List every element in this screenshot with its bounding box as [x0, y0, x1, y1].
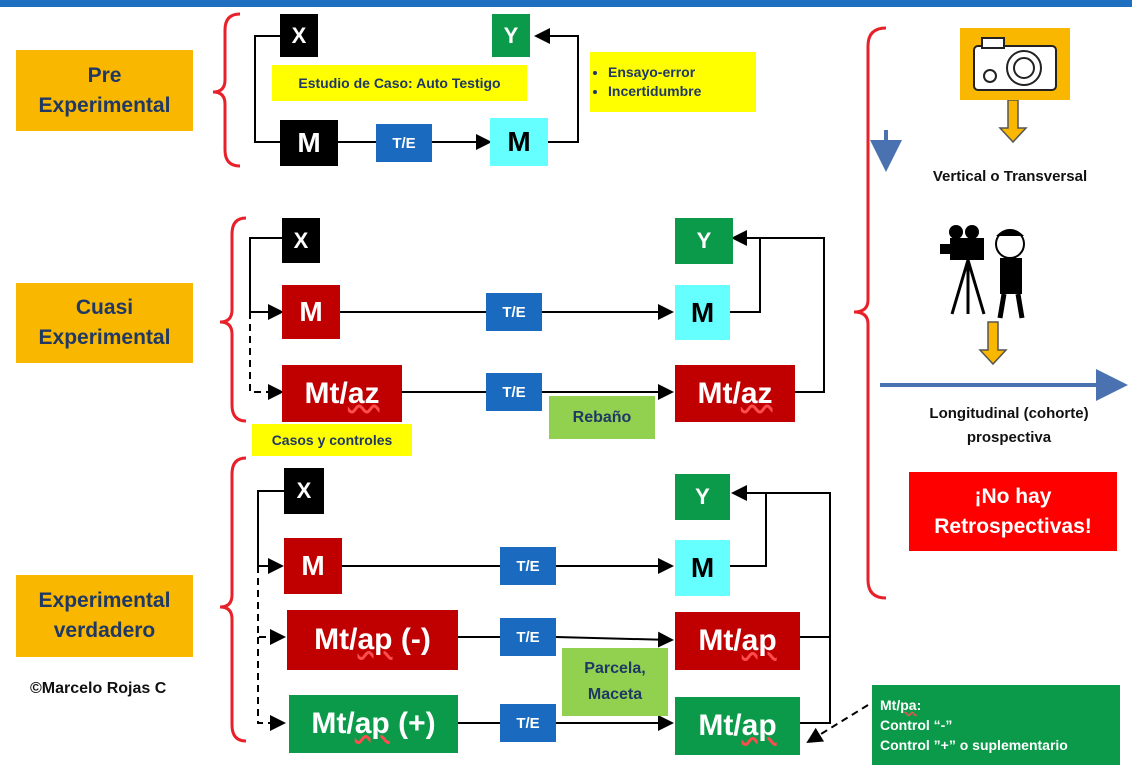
exp-mt-ap-box: Mt/ap	[675, 612, 800, 670]
right-bracket	[853, 26, 887, 600]
pre-m2-box: M	[490, 118, 548, 166]
camera-icon	[960, 28, 1070, 100]
mt-sub: az	[740, 376, 773, 410]
pre-bracket	[212, 12, 241, 168]
cuasi-m2-box: M	[675, 285, 730, 340]
no-retrospectivas-box: ¡No hay Retrospectivas!	[909, 472, 1117, 551]
pre-te-box: T/E	[376, 124, 432, 162]
cuasi-te2-box: T/E	[486, 373, 542, 411]
cuasi-m-box: M	[282, 285, 340, 339]
mt-prefix: Mt/	[698, 709, 742, 742]
casos-controles-label: Casos y controles	[252, 424, 412, 456]
cuasi-mt-az2-box: Mt/az	[675, 365, 795, 422]
mt-sub: ap	[741, 624, 777, 657]
exp-mt-ap-neg-box: Mt/ap (-)	[287, 610, 458, 670]
exp-m2-box: M	[675, 540, 730, 596]
exp-m-box: M	[284, 538, 342, 594]
pre-bullets: Ensayo-error Incertidumbre	[590, 52, 756, 112]
mt-prefix: Mt/	[698, 624, 742, 657]
legend-line: Control ”+” o suplementario	[880, 737, 1068, 753]
exp-te1-box: T/E	[500, 547, 556, 585]
rebano-label: Rebaño	[549, 396, 655, 439]
bullet-item: Incertidumbre	[608, 82, 701, 101]
section-label-cuasi: Cuasi Experimental	[16, 283, 193, 363]
exp-mt-ap2-box: Mt/ap	[675, 697, 800, 755]
longitudinal-label: Longitudinal (cohorte) prospectiva	[929, 405, 1089, 446]
mt-suffix: (+)	[389, 707, 436, 740]
legend-line: Control “-”	[880, 717, 953, 733]
bullet-item: Ensayo-error	[608, 63, 701, 82]
cuasi-mt-az-box: Mt/az	[282, 365, 402, 422]
mt-sub: ap	[354, 707, 390, 740]
pre-x-box: X	[280, 14, 318, 57]
vertical-transversal-label: Vertical o Transversal	[932, 168, 1088, 185]
cuasi-y-box: Y	[675, 218, 733, 264]
exp-te3-box: T/E	[500, 704, 556, 742]
section-label-experimental: Experimental verdadero	[16, 575, 193, 657]
cuasi-bracket	[219, 216, 247, 423]
pre-m-box: M	[280, 120, 338, 166]
mt-prefix: Mt/	[311, 707, 355, 740]
exp-mt-ap-pos-box: Mt/ap (+)	[289, 695, 458, 753]
mt-prefix: Mt/	[304, 376, 348, 410]
exp-y-box: Y	[675, 474, 730, 520]
mt-suffix: (-)	[392, 623, 431, 656]
legend-title: Mt/pa:	[880, 697, 922, 713]
section-label-pre: Pre Experimental	[16, 50, 193, 131]
cuasi-te1-box: T/E	[486, 293, 542, 331]
mt-prefix: Mt/	[697, 376, 741, 410]
mt-sub: ap	[741, 709, 777, 742]
mt-pa-legend: Mt/pa: Control “-” Control ”+” o supleme…	[872, 685, 1120, 765]
mt-sub: ap	[357, 623, 393, 656]
top-bar	[0, 0, 1132, 7]
copyright: ©Marcelo Rojas C	[30, 680, 167, 697]
cuasi-x-box: X	[282, 218, 320, 263]
pre-caption: Estudio de Caso: Auto Testigo	[272, 65, 527, 101]
down-arrow-icon	[978, 321, 1008, 366]
pre-y-box: Y	[492, 14, 530, 57]
cameraman-icon	[938, 222, 1038, 320]
mt-sub: az	[347, 376, 380, 410]
exp-bracket	[219, 456, 247, 743]
exp-te2-box: T/E	[500, 618, 556, 656]
exp-x-box: X	[284, 468, 324, 514]
down-arrow-icon	[998, 99, 1028, 144]
mt-prefix: Mt/	[314, 623, 358, 656]
parcela-label: Parcela, Maceta	[562, 648, 668, 716]
